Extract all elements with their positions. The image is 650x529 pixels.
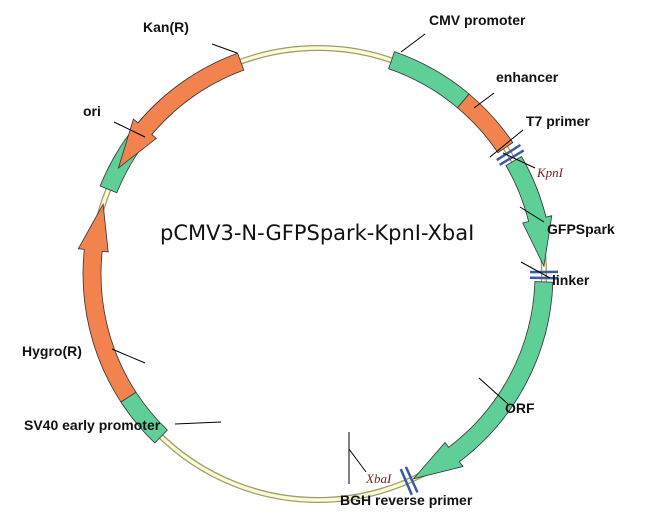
label-bgh-reverse-primer: BGH reverse primer xyxy=(340,492,473,508)
label-sv40-early-promoter: SV40 early promoter xyxy=(24,417,161,433)
feature-gfpspark-arrow xyxy=(505,155,553,268)
label-orf: ORF xyxy=(505,400,535,416)
leader-lines xyxy=(111,33,551,484)
feature-cmv-promoter xyxy=(388,51,470,109)
label-linker: linker xyxy=(552,272,590,288)
label-enhancer: enhancer xyxy=(496,69,559,85)
label-kan-r: Kan(R) xyxy=(143,19,189,35)
site-marker-bgh-xbai xyxy=(399,466,419,496)
feature-hygro-arrow xyxy=(77,202,137,403)
label-t7-primer: T7 primer xyxy=(526,113,590,129)
label-gfpspark: GFPSpark xyxy=(547,221,615,237)
label-ori: ori xyxy=(83,103,101,119)
label-xbai: XbaI xyxy=(365,471,392,486)
label-cmv-promoter: CMV promoter xyxy=(429,12,526,28)
feature-enhancer xyxy=(456,93,514,154)
label-hygro-r: Hygro(R) xyxy=(22,343,82,359)
feature-orf-arrow xyxy=(412,281,554,480)
site-marker-linker xyxy=(529,270,559,280)
site-tick-bgh-1 xyxy=(404,466,419,493)
site-tick-t7-1 xyxy=(496,143,522,162)
plasmid-title: pCMV3-N-GFPSpark-KpnI-XbaI xyxy=(160,221,474,245)
label-kpni: KpnI xyxy=(536,165,564,180)
site-tick-bgh-2 xyxy=(399,468,413,496)
site-tick-linker-2 xyxy=(529,276,559,280)
feature-kan-arrow xyxy=(117,52,245,169)
